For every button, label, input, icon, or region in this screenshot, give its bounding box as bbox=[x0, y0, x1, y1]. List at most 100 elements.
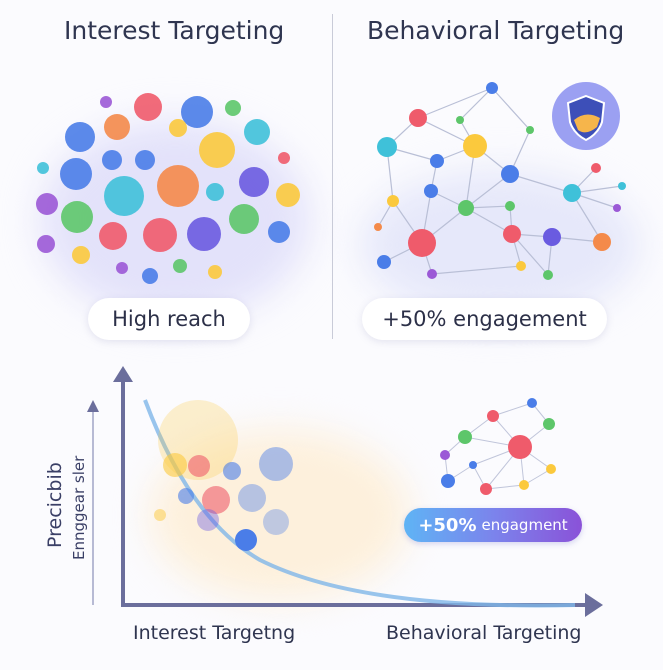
network-node bbox=[387, 195, 399, 207]
high-reach-badge: High reach bbox=[88, 298, 250, 340]
right-glow bbox=[360, 170, 640, 320]
interest-bubble bbox=[157, 165, 199, 207]
engagement-badge: +50% engagement bbox=[362, 298, 607, 340]
mini-network-node bbox=[508, 435, 532, 459]
interest-bubble bbox=[239, 167, 269, 197]
chart-bubble bbox=[202, 486, 230, 514]
chart-bubble bbox=[223, 462, 241, 480]
network-node bbox=[618, 182, 626, 190]
interest-bubble bbox=[102, 150, 122, 170]
y-label-arrow bbox=[87, 400, 99, 412]
interest-bubble bbox=[206, 183, 224, 201]
network-node bbox=[503, 225, 521, 243]
network-node bbox=[374, 223, 382, 231]
chart-bubble bbox=[263, 509, 289, 535]
interest-bubble bbox=[60, 158, 92, 190]
interest-bubble bbox=[36, 193, 58, 215]
interest-bubble bbox=[142, 268, 158, 284]
mini-network-edge bbox=[492, 402, 533, 417]
mini-network-node bbox=[543, 418, 555, 430]
interest-bubble bbox=[65, 122, 95, 152]
y-axis-arrow bbox=[113, 366, 133, 382]
interest-bubble bbox=[143, 218, 177, 252]
network-node bbox=[486, 82, 498, 94]
network-edge bbox=[509, 173, 573, 194]
network-edge bbox=[571, 192, 603, 243]
network-node bbox=[543, 228, 561, 246]
interest-bubble bbox=[278, 152, 290, 164]
interest-targeting-title: Interest Targeting bbox=[64, 16, 285, 45]
network-node bbox=[409, 109, 427, 127]
network-node bbox=[427, 269, 437, 279]
interest-bubble bbox=[276, 183, 300, 207]
interest-bubble bbox=[135, 150, 155, 170]
y-label-engagement: Ennggear sler bbox=[70, 455, 88, 560]
interest-bubble bbox=[181, 96, 213, 128]
mini-network-node bbox=[519, 480, 529, 490]
divider bbox=[332, 14, 333, 339]
interest-bubble bbox=[208, 265, 222, 279]
mini-network-edge bbox=[485, 484, 525, 490]
interest-bubble bbox=[173, 259, 187, 273]
x-label-interest: Interest Targetng bbox=[133, 622, 296, 644]
network-node bbox=[593, 233, 611, 251]
network-edge bbox=[417, 87, 493, 119]
chart-bubble bbox=[188, 455, 210, 477]
network-node bbox=[563, 184, 581, 202]
x-axis-arrow bbox=[585, 593, 603, 617]
mini-network-node bbox=[480, 483, 492, 495]
network-node bbox=[456, 116, 464, 124]
mini-network-node bbox=[469, 461, 477, 469]
interest-bubble bbox=[72, 246, 90, 264]
shield-icon-detail bbox=[574, 114, 600, 133]
network-node bbox=[516, 261, 526, 271]
mini-network-node bbox=[546, 464, 556, 474]
network-node bbox=[526, 126, 534, 134]
network-node bbox=[377, 255, 391, 269]
network-node bbox=[463, 134, 487, 158]
interest-bubble bbox=[199, 132, 235, 168]
chart-bubble bbox=[235, 529, 257, 551]
interest-bubble bbox=[244, 119, 270, 145]
badge-value: +50% bbox=[418, 514, 477, 536]
network-edge bbox=[491, 87, 531, 131]
chart-bubble bbox=[154, 509, 166, 521]
behavioral-targeting-title: Behavioral Targeting bbox=[367, 16, 625, 45]
mini-network-node bbox=[441, 474, 455, 488]
network-node bbox=[458, 200, 474, 216]
interest-bubble bbox=[169, 119, 187, 137]
interest-bubble bbox=[61, 201, 93, 233]
x-label-behavioral: Behavioral Targeting bbox=[386, 622, 582, 644]
network-node bbox=[408, 229, 436, 257]
interest-bubble bbox=[268, 221, 290, 243]
mini-network-node bbox=[440, 450, 450, 460]
chart-bubble bbox=[238, 484, 266, 512]
interest-bubble bbox=[37, 162, 49, 174]
network-node bbox=[613, 204, 621, 212]
network-edge bbox=[459, 87, 493, 121]
interest-bubble bbox=[134, 93, 162, 121]
interest-bubble bbox=[229, 204, 259, 234]
mini-network-node bbox=[527, 398, 537, 408]
network-edge bbox=[511, 233, 549, 276]
y-label-precision: Precicbib bbox=[44, 462, 66, 548]
interest-bubble bbox=[104, 114, 130, 140]
network-edge bbox=[431, 265, 522, 275]
network-node bbox=[505, 201, 515, 211]
network-node bbox=[591, 163, 601, 173]
network-node bbox=[501, 165, 519, 183]
chart-engagement-badge: +50% engagment bbox=[404, 508, 582, 542]
badge-text: engagment bbox=[481, 516, 568, 534]
network-node bbox=[377, 137, 397, 157]
interest-bubble bbox=[100, 96, 112, 108]
mini-network-edge bbox=[523, 468, 552, 486]
chart-bubble bbox=[259, 447, 293, 481]
chart-bubble bbox=[178, 488, 194, 504]
network-node bbox=[424, 184, 438, 198]
interest-bubble bbox=[116, 262, 128, 274]
mini-network-node bbox=[458, 430, 472, 444]
network-node bbox=[543, 270, 553, 280]
chart-bubble bbox=[197, 509, 219, 531]
interest-bubble bbox=[37, 235, 55, 253]
